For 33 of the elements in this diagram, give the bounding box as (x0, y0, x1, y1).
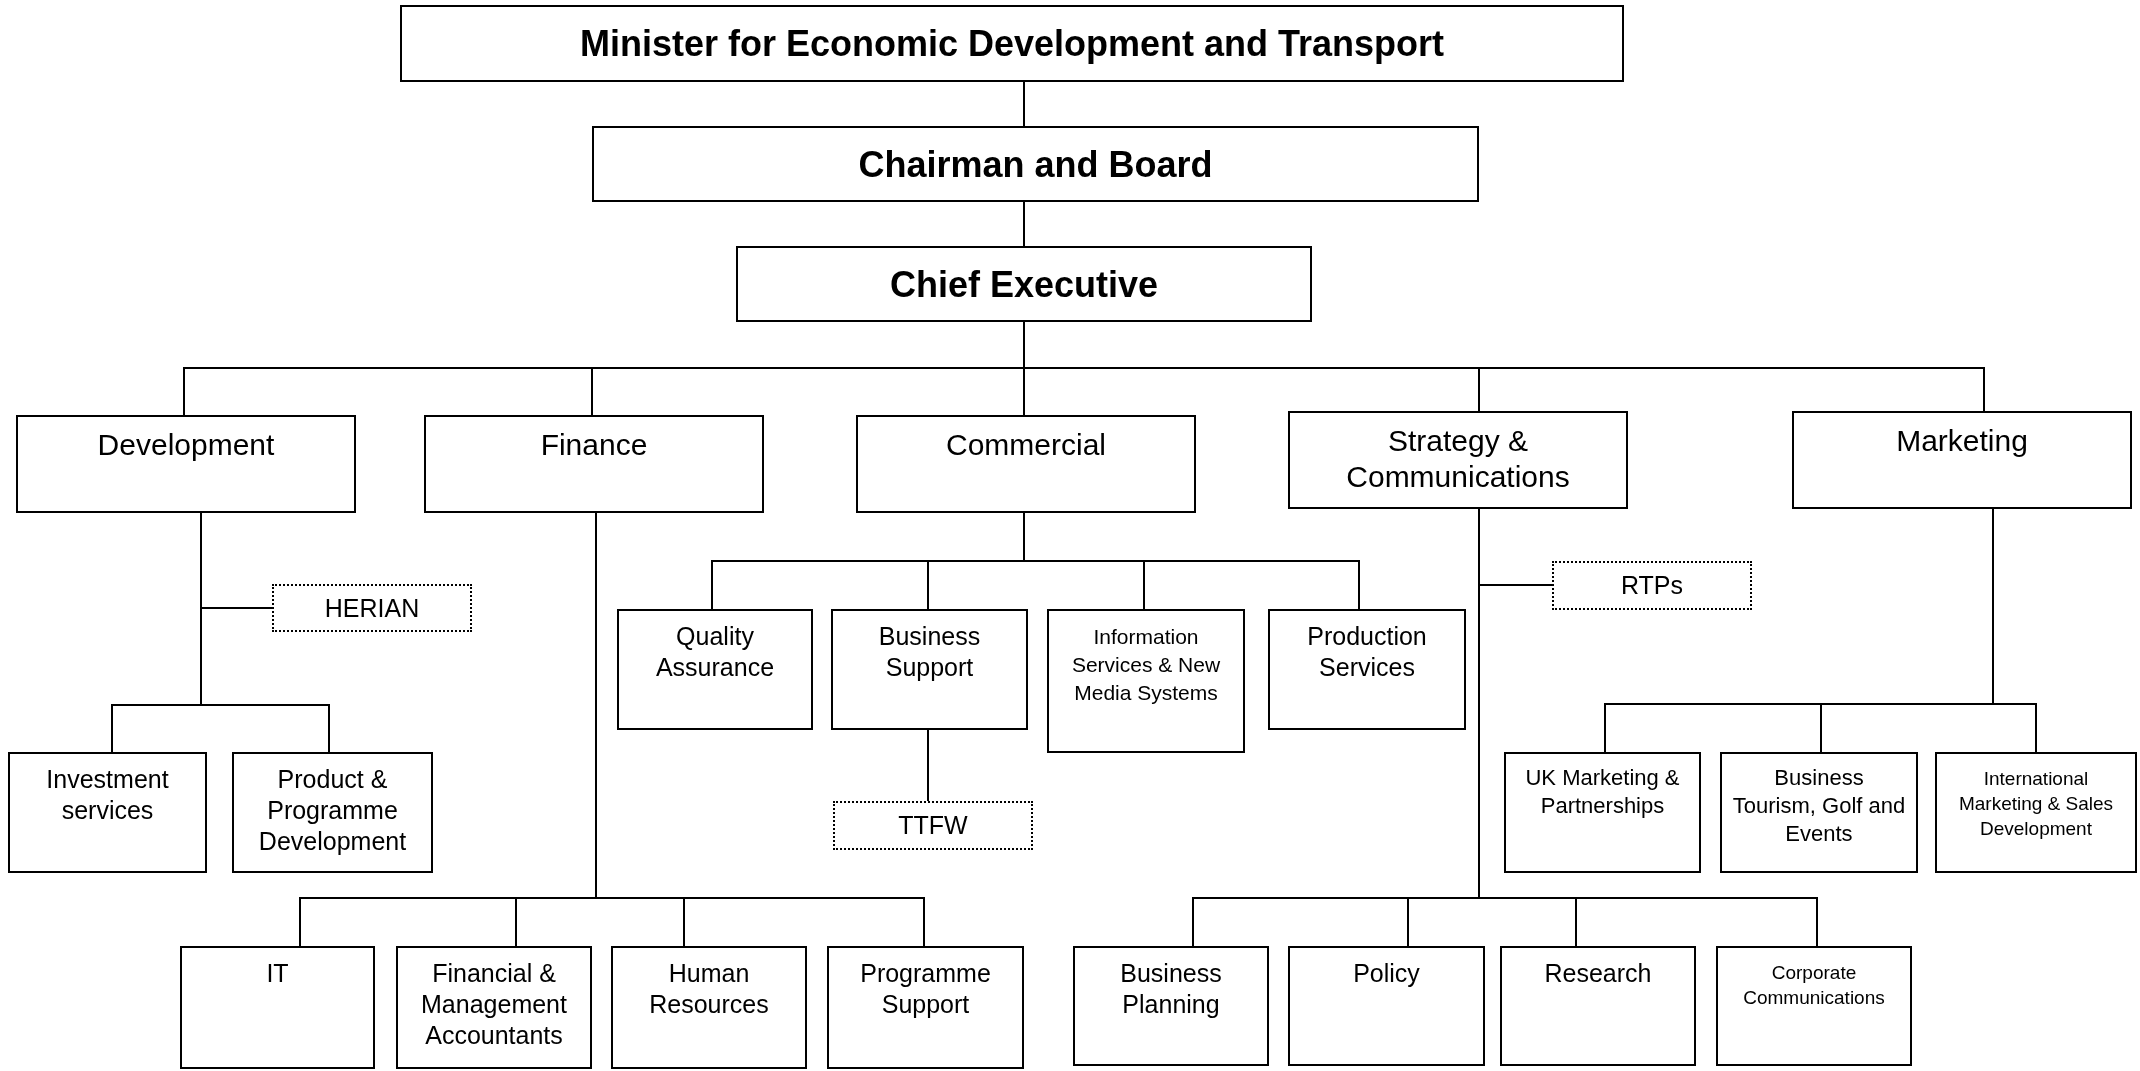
org-box: Finance (424, 415, 764, 513)
org-box: Business Support (831, 609, 1028, 730)
org-box: International Marketing & Sales Development (1935, 752, 2137, 873)
org-box: Human Resources (611, 946, 807, 1069)
org-box: Product & Programme Development (232, 752, 433, 873)
org-box: Chief Executive (736, 246, 1312, 322)
org-box: Commercial (856, 415, 1196, 513)
org-box: Business Planning (1073, 946, 1269, 1066)
org-box: Information Services & New Media Systems (1047, 609, 1245, 753)
dotted-box: RTPs (1552, 561, 1752, 610)
org-box: Marketing (1792, 411, 2132, 509)
org-box: UK Marketing & Partnerships (1504, 752, 1701, 873)
org-box: Quality Assurance (617, 609, 813, 730)
dotted-box: HERIAN (272, 584, 472, 632)
org-box: Policy (1288, 946, 1485, 1066)
org-box: Research (1500, 946, 1696, 1066)
org-box: Development (16, 415, 356, 513)
org-box: Minister for Economic Development and Transport (400, 5, 1624, 82)
org-box: Business Tourism, Golf and Events (1720, 752, 1918, 873)
org-box: IT (180, 946, 375, 1069)
connector-line (927, 729, 929, 802)
org-box: Financial & Management Accountants (396, 946, 592, 1069)
org-box: Investment services (8, 752, 207, 873)
connector-line (1023, 201, 1025, 247)
connector-line (200, 512, 330, 753)
org-box: Strategy & Communications (1288, 411, 1628, 509)
org-box: Production Services (1268, 609, 1466, 730)
org-box: Programme Support (827, 946, 1024, 1069)
connector-line (1992, 508, 2037, 753)
org-box: Corporate Communications (1716, 946, 1912, 1066)
org-box: Chairman and Board (592, 126, 1479, 202)
connector-line (1023, 81, 1025, 127)
dotted-box: TTFW (833, 801, 1033, 850)
